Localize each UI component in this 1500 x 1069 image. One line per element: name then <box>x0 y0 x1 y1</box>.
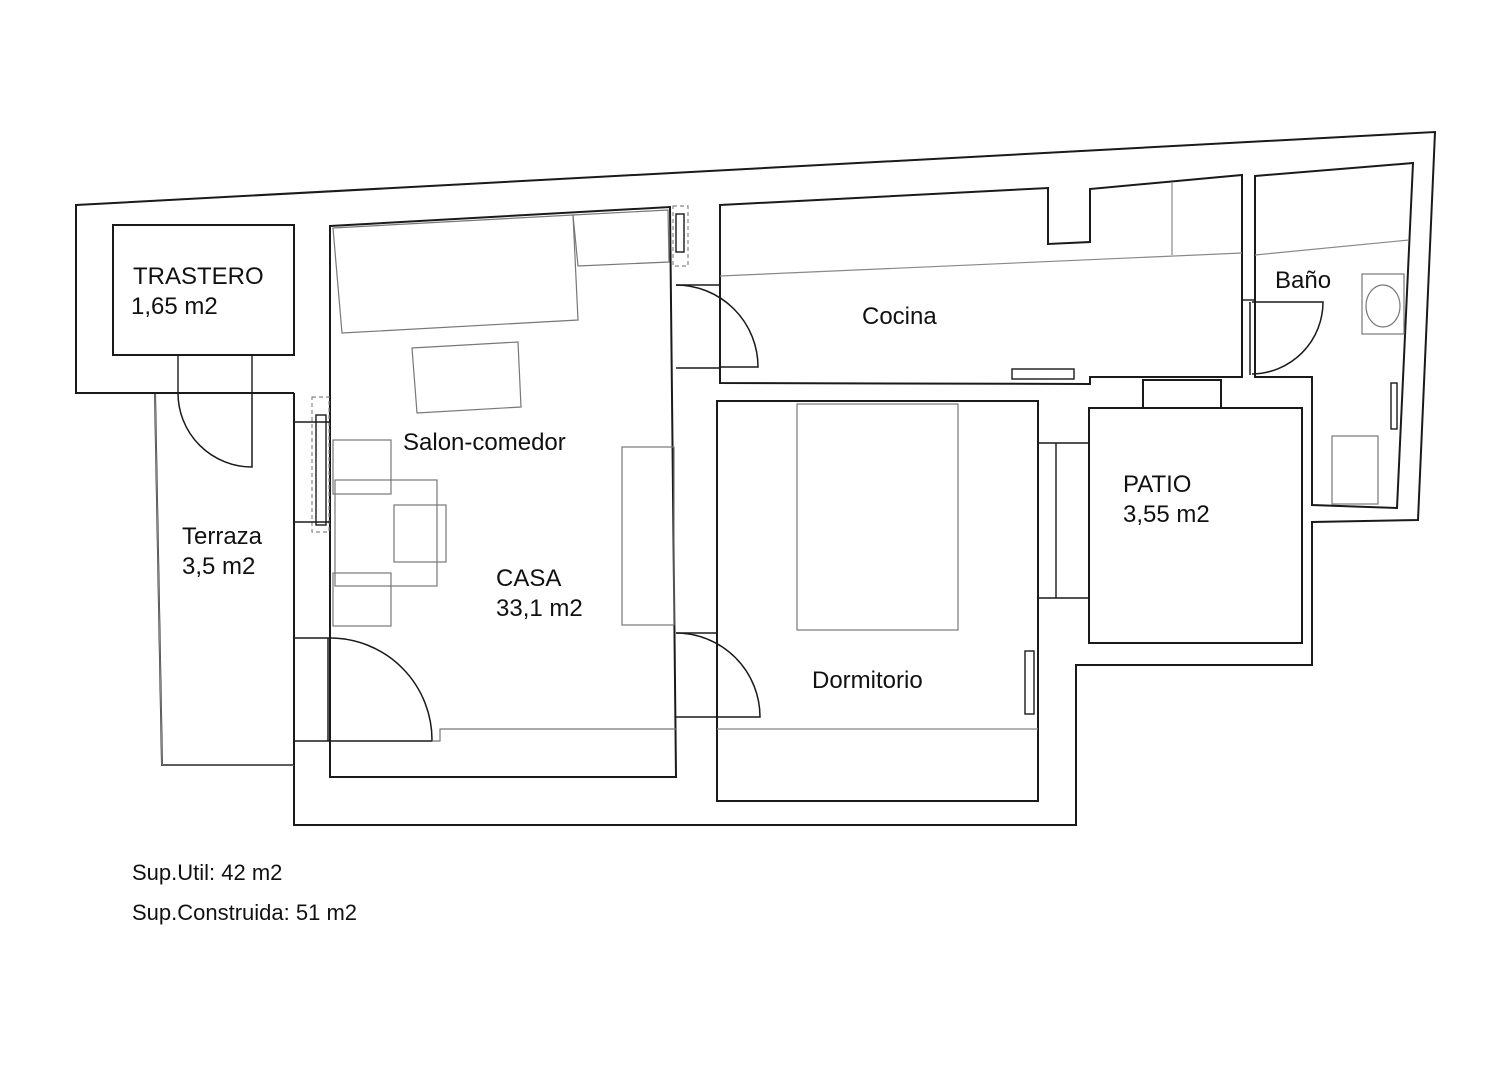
bano-door-swing <box>1251 301 1324 375</box>
patio-opening <box>1142 379 1222 409</box>
trastero-room <box>112 224 295 356</box>
bano-sink <box>1365 284 1401 328</box>
dining-table <box>334 479 438 587</box>
bano-counter <box>1254 239 1410 256</box>
chair <box>332 572 392 627</box>
trastero-door-swing <box>177 392 253 468</box>
patio-label: PATIO <box>1123 471 1191 498</box>
dormitorio-label: Dormitorio <box>812 667 923 694</box>
cocina-label: Cocina <box>862 303 937 330</box>
sideboard <box>572 209 670 267</box>
bano-label: Baño <box>1275 267 1331 294</box>
window-salon-top-inner <box>675 213 685 253</box>
chair <box>393 504 447 563</box>
casa-label: CASA <box>496 565 561 592</box>
sup-util-note: Sup.Util: 42 m2 <box>132 860 283 885</box>
cocina-door-swing <box>675 284 759 368</box>
coffee-table <box>411 341 522 414</box>
terraza-label: Terraza <box>182 523 263 550</box>
salon-room <box>329 205 678 778</box>
terraza-edge <box>154 392 294 766</box>
bed <box>796 403 959 631</box>
chair <box>332 439 392 495</box>
cocina-counter <box>719 252 1243 277</box>
bano-shower <box>1331 435 1379 505</box>
dormitorio-door-swing <box>675 632 761 718</box>
entrance-door-swing <box>329 637 433 742</box>
window-salon-top <box>672 205 689 267</box>
dormitorio-window <box>1024 650 1035 715</box>
cocina-vent <box>1011 368 1075 380</box>
terraza-area: 3,5 m2 <box>182 553 255 580</box>
patio-area: 3,55 m2 <box>1123 501 1210 528</box>
window-salon-left <box>311 396 330 533</box>
outer-wall <box>75 130 1437 826</box>
dormitorio-room <box>716 400 1039 802</box>
tv-unit <box>621 446 675 626</box>
casa-area: 33,1 m2 <box>496 595 583 622</box>
salon-step <box>432 728 676 742</box>
cocina-room <box>719 173 1243 386</box>
trastero-label: TRASTERO <box>133 263 264 290</box>
window-salon-left-inner <box>315 414 327 526</box>
sofa <box>332 214 579 334</box>
bano-window <box>1390 382 1398 430</box>
trastero-area: 1,65 m2 <box>131 293 218 320</box>
sup-construida-note: Sup.Construida: 51 m2 <box>132 900 358 925</box>
bano-sink-base <box>1361 273 1405 335</box>
bano-room <box>1254 161 1415 510</box>
salon-label: Salon-comedor <box>403 429 566 456</box>
